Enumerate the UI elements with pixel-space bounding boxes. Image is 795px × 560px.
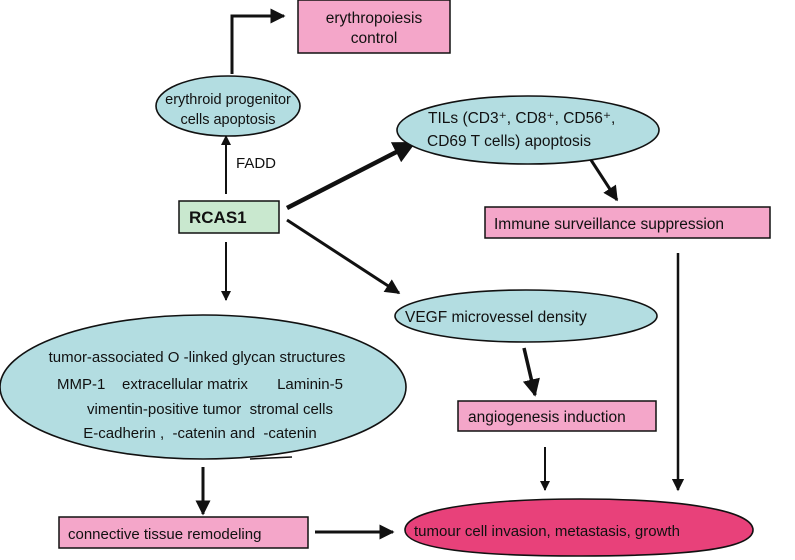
edge-vegf-angiogenesis bbox=[522, 347, 540, 397]
node-erythropoiesis-control: erythropoiesis control bbox=[297, 0, 451, 54]
glycan-line-2: MMP-1 extracellular matrix Laminin-5 bbox=[57, 376, 343, 393]
tils-line-2: CD69 T cells) apoptosis bbox=[427, 133, 591, 150]
edge-rcas1-tils bbox=[285, 140, 417, 211]
node-angiogenesis: angiogenesis induction bbox=[457, 400, 657, 432]
node-erythroid-apoptosis: erythroid progenitor cells apoptosis bbox=[155, 75, 301, 137]
angiogenesis-label: angiogenesis induction bbox=[468, 409, 626, 426]
node-rcas1: RCAS1 bbox=[178, 200, 280, 234]
erythropoiesis-line-1: erythropoiesis bbox=[326, 10, 423, 27]
edges bbox=[195, 8, 685, 540]
node-glycan-mechanisms: tumor-associated O -linked glycan struct… bbox=[0, 314, 407, 460]
rcas1-label: RCAS1 bbox=[189, 208, 247, 227]
tumour-label: tumour cell invasion, metastasis, growth bbox=[414, 523, 680, 540]
glycan-line-4: E-cadherin , -catenin and -catenin bbox=[83, 425, 316, 442]
node-immune-suppression: Immune surveillance suppression bbox=[484, 206, 771, 239]
edge-label-fadd: FADD bbox=[236, 155, 276, 172]
immune-label: Immune surveillance suppression bbox=[494, 216, 724, 233]
erythropoiesis-line-2: control bbox=[351, 30, 398, 47]
erythroid-line-2: cells apoptosis bbox=[180, 112, 275, 128]
tils-line-1: TILs (CD3⁺, CD8⁺, CD56⁺, bbox=[428, 110, 615, 127]
glycan-line-3: vimentin-positive tumor stromal cells bbox=[87, 401, 333, 418]
node-vegf: VEGF microvessel density bbox=[394, 289, 658, 343]
node-tils-apoptosis: TILs (CD3⁺, CD8⁺, CD56⁺, CD69 T cells) a… bbox=[396, 95, 660, 165]
node-connective-remodeling: connective tissue remodeling bbox=[58, 516, 309, 549]
edge-tils-immune bbox=[589, 159, 619, 202]
node-tumour-outcome: tumour cell invasion, metastasis, growth bbox=[404, 498, 754, 557]
erythroid-line-1: erythroid progenitor bbox=[165, 92, 291, 108]
vegf-label: VEGF microvessel density bbox=[405, 309, 587, 326]
glycan-line-1: tumor-associated O -linked glycan struct… bbox=[49, 349, 346, 366]
edge-erythroid-erythropoiesis bbox=[230, 8, 286, 74]
edge-rcas1-vegf bbox=[286, 218, 401, 295]
connective-label: connective tissue remodeling bbox=[68, 526, 261, 543]
glycan-underline-mark bbox=[249, 456, 293, 460]
